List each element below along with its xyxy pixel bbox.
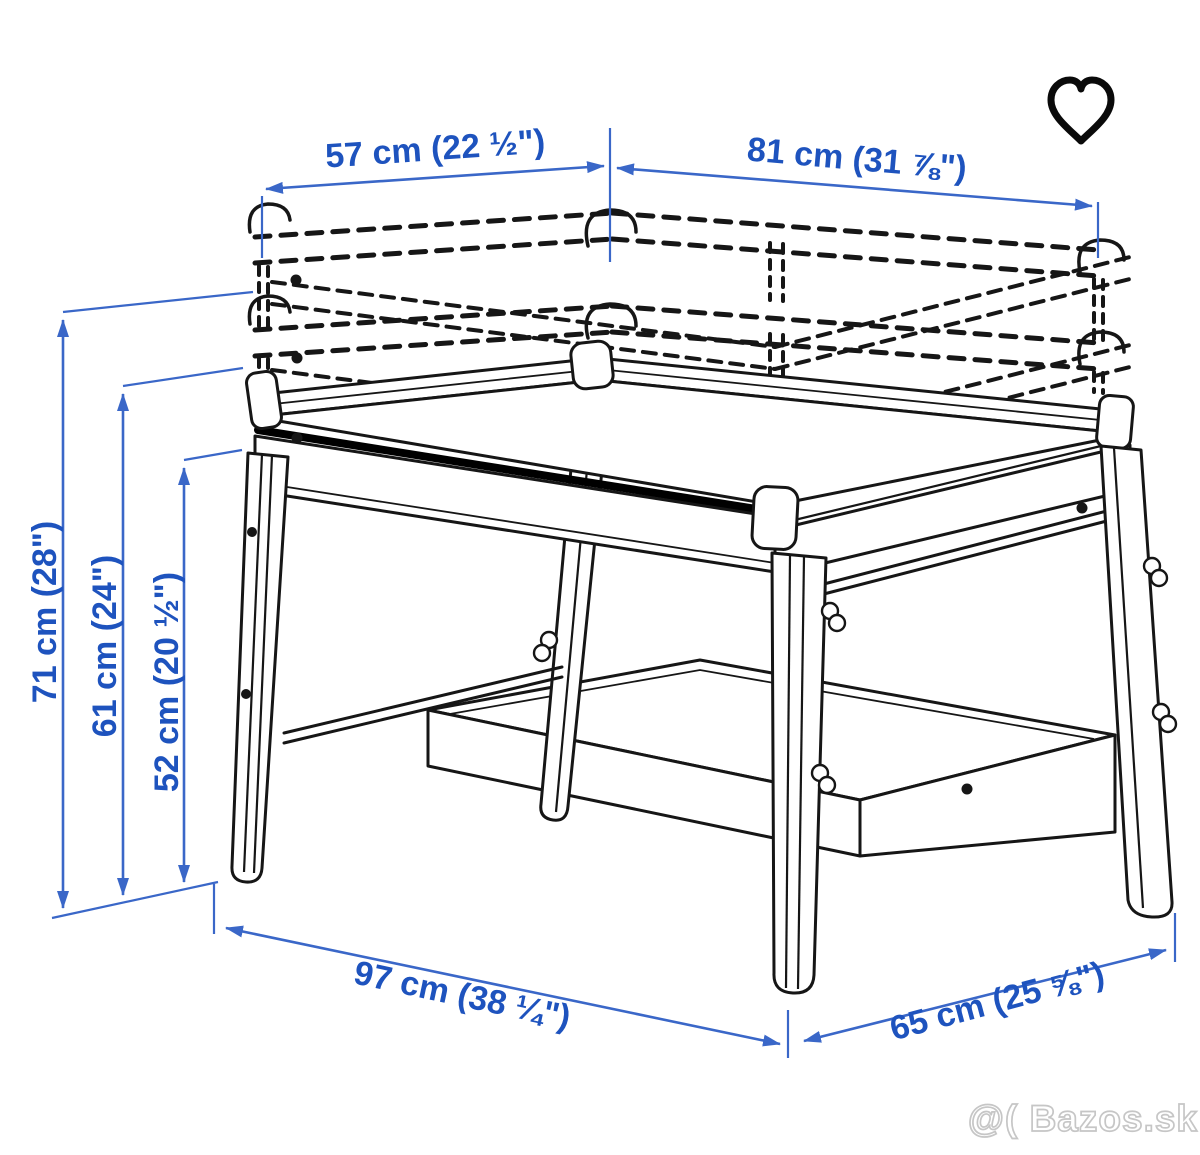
dimension-label-top-right: 81 cm (31 ⅞") — [746, 131, 969, 188]
dimension-label-top-left: 57 cm (22 ½") — [324, 122, 546, 175]
watermark: @( Bazos.sk — [967, 1097, 1198, 1140]
dimension-label-base-width: 97 cm (38 ¼") — [351, 954, 574, 1037]
left-stretcher — [282, 665, 564, 745]
dimension-label-height-52: 52 cm (20 ½") — [148, 572, 186, 792]
adjustment-holes — [290, 274, 303, 444]
dimension-label-height-71: 71 cm (28") — [26, 521, 64, 703]
back-right-leg — [1099, 444, 1178, 919]
dimension-label-base-depth: 65 cm (25 ⅝") — [886, 955, 1109, 1049]
desktop — [245, 339, 1135, 597]
dimension-label-height-61: 61 cm (24") — [86, 555, 124, 737]
front-left-leg — [230, 451, 290, 884]
front-right-leg — [770, 551, 847, 995]
dimension-lines — [51, 128, 1177, 1058]
heart-icon[interactable] — [1047, 76, 1115, 145]
